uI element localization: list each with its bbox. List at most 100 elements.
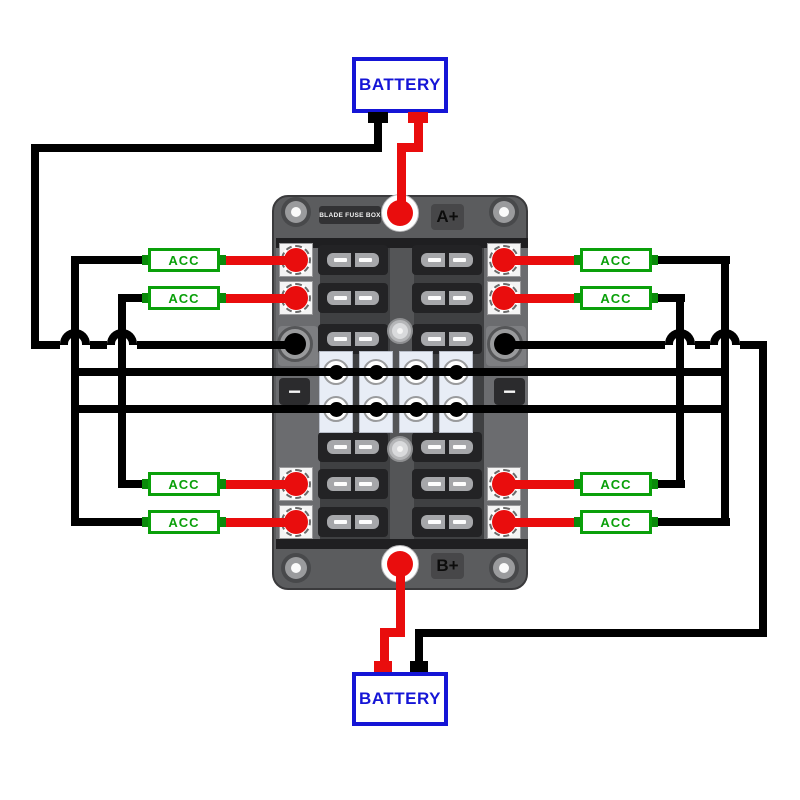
wire-battery-bottom-positive (380, 628, 405, 637)
fuse-prong-slot (359, 482, 372, 486)
red-terminal-dot (492, 286, 516, 310)
acc-box-right-1: ACC (580, 248, 652, 272)
wire-battery-top-negative (137, 341, 295, 349)
fuse-gap (445, 514, 449, 530)
red-terminal-dot (492, 248, 516, 272)
wire-acc1-right-ground (721, 256, 729, 526)
acc-box-left-4: ACC (148, 510, 220, 534)
acc-label: ACC (168, 252, 200, 268)
red-terminal-dot (492, 472, 516, 496)
battery-top-label: BATTERY (359, 75, 441, 94)
acc-tab-right (220, 517, 226, 527)
red-terminal-dot (492, 510, 516, 534)
acc-tab-left (574, 479, 580, 489)
fuse-slot (318, 283, 388, 313)
wire-hop-arc (665, 329, 695, 345)
fuse-prong-slot (334, 258, 347, 262)
bus-terminal-dot (448, 401, 464, 417)
acc-tab-right (652, 255, 658, 265)
acc-tab-right (220, 293, 226, 303)
fuse-slot (412, 469, 482, 499)
fuse-gap (351, 439, 355, 455)
blade-fuse-icon (327, 514, 379, 530)
left-minus-symbol: − (279, 378, 310, 405)
wire-battery-top-negative (90, 341, 107, 349)
wire-battery-top-positive (397, 143, 406, 218)
wire-battery-bottom-positive (396, 564, 405, 637)
bus-terminal-dot (328, 364, 344, 380)
battery-top: BATTERY (352, 57, 448, 113)
acc-label: ACC (168, 290, 200, 306)
acc-tab-left (574, 293, 580, 303)
fuse-prong-slot (334, 520, 347, 524)
wire-acc2-left-ground (118, 294, 148, 302)
wire-hop-arc (107, 329, 137, 345)
acc-box-right-2: ACC (580, 286, 652, 310)
red-terminal-dot (284, 248, 308, 272)
fuse-prong-slot (334, 337, 347, 341)
wire-battery-bottom-negative (759, 345, 767, 637)
wire-acc2-right-feed (502, 294, 578, 303)
fuse-prong-slot (428, 296, 441, 300)
fuse-prong-slot (428, 258, 441, 262)
a-plus-stud (387, 200, 413, 226)
acc-label: ACC (600, 252, 632, 268)
center-screw-icon (387, 436, 413, 462)
fuse-gap (351, 252, 355, 268)
wire-negative-bus-upper (71, 368, 729, 376)
acc-label: ACC (168, 476, 200, 492)
fuse-prong-slot (428, 337, 441, 341)
fuse-gap (445, 290, 449, 306)
fuse-prong-slot (453, 482, 466, 486)
fuse-prong-slot (334, 445, 347, 449)
wire-acc4-right-ground (654, 518, 730, 526)
blade-fuse-icon (421, 514, 473, 530)
center-screw-center (397, 446, 403, 452)
acc-box-right-3: ACC (580, 472, 652, 496)
bus-terminal-dot (408, 364, 424, 380)
red-terminal-dot (284, 472, 308, 496)
battery-bottom-label: BATTERY (359, 689, 441, 708)
wire-battery-bottom-positive (380, 628, 389, 668)
wire-acc2-right-ground (654, 294, 685, 302)
wire-acc2-right-ground (676, 294, 684, 488)
wire-battery-top-negative (374, 113, 382, 152)
acc-label: ACC (600, 514, 632, 530)
acc-box-right-4: ACC (580, 510, 652, 534)
fuse-slot (412, 283, 482, 313)
fuse-prong-slot (359, 337, 372, 341)
fuse-gap (351, 290, 355, 306)
fuse-gap (351, 476, 355, 492)
ground-terminal-dot (284, 333, 306, 355)
a-plus-label: A+ (431, 204, 464, 230)
wire-hop-arc (60, 329, 90, 345)
acc-tab-right (652, 517, 658, 527)
acc-box-left-2: ACC (148, 286, 220, 310)
fuse-slot (412, 245, 482, 275)
fuse-prong-slot (359, 445, 372, 449)
acc-label: ACC (600, 290, 632, 306)
fusebox-top-band (276, 238, 528, 248)
fuse-prong-slot (359, 258, 372, 262)
wire-battery-bottom-negative (415, 629, 767, 637)
corner-screw-center (499, 563, 509, 573)
wire-acc3-right-feed (502, 480, 578, 489)
fuse-prong-slot (359, 296, 372, 300)
wire-acc1-left-ground (71, 256, 146, 264)
fuse-prong-slot (334, 296, 347, 300)
acc-tab-right (220, 255, 226, 265)
red-terminal-dot (284, 510, 308, 534)
fuse-gap (351, 331, 355, 347)
corner-screw-center (291, 563, 301, 573)
acc-tab-left (574, 517, 580, 527)
fuse-slot (318, 469, 388, 499)
acc-tab-right (652, 293, 658, 303)
blade-fuse-icon (421, 252, 473, 268)
wire-battery-top-negative (31, 144, 39, 349)
wire-battery-top-negative (31, 144, 382, 152)
fuse-slot (412, 324, 482, 354)
ground-terminal-dot (494, 333, 516, 355)
